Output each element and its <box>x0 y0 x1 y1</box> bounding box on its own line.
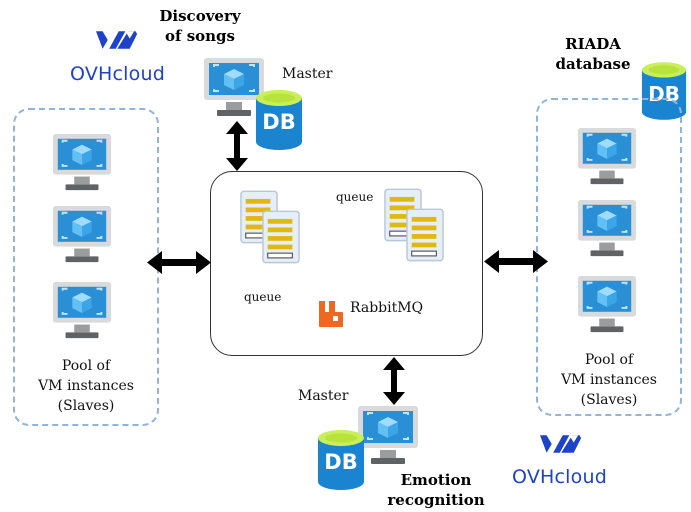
left-ovhcloud-logo <box>96 28 140 56</box>
discovery-master-label: Master <box>282 66 333 82</box>
discovery-title-line2: of songs <box>165 27 235 45</box>
queue-label-left: queue <box>244 290 282 304</box>
left-pool-vm-icon <box>51 204 113 266</box>
queue-document-icon <box>262 210 300 264</box>
queue-label-right: queue <box>336 190 374 204</box>
riada-title-line1: RIADA <box>565 35 621 53</box>
left-pool-caption-line1: Pool of <box>61 358 111 374</box>
emotion-title: Emotion recognition <box>378 470 494 510</box>
left-pool-vm-icon <box>51 280 113 342</box>
left-pool-caption-line3: (Slaves) <box>57 398 115 414</box>
right-pool-vm-icon <box>576 126 638 188</box>
right-pool-vm-icon <box>576 274 638 336</box>
right-pool-vm-icon <box>576 198 638 260</box>
left-pool-caption: Pool of VM instances (Slaves) <box>13 356 159 416</box>
right-ovhcloud-brand: OVHcloud <box>512 466 607 488</box>
rabbitmq-logo-icon <box>319 301 343 327</box>
right-pool-caption: Pool of VM instances (Slaves) <box>536 350 682 410</box>
right-pool-caption-line1: Pool of <box>584 352 634 368</box>
emotion-db-icon: DB <box>316 428 366 492</box>
rabbitmq-name: RabbitMQ <box>350 300 424 316</box>
emotion-master-label: Master <box>298 388 349 404</box>
left-ovhcloud-brand: OVHcloud <box>70 63 165 85</box>
emotion-title-line2: recognition <box>387 491 485 509</box>
riada-title-line2: database <box>555 55 631 73</box>
riada-title: RIADA database <box>548 34 638 74</box>
left-pool-caption-line2: VM instances <box>38 378 134 394</box>
emotion-title-line1: Emotion <box>400 471 472 489</box>
queue-document-icon <box>406 208 444 262</box>
ovhcloud-mark-icon <box>96 28 140 52</box>
ovhcloud-mark-icon <box>540 432 584 456</box>
right-pool-caption-line2: VM instances <box>561 372 657 388</box>
right-ovhcloud-logo <box>540 432 584 460</box>
emotion-db-label: DB <box>324 450 358 474</box>
arrow-broker-emotion-icon <box>383 357 405 405</box>
right-pool-caption-line3: (Slaves) <box>580 392 638 408</box>
discovery-title-line1: Discovery <box>159 7 241 25</box>
discovery-title: Discovery of songs <box>150 6 250 46</box>
discovery-db-label: DB <box>262 110 296 134</box>
left-pool-vm-icon <box>51 132 113 194</box>
discovery-db-icon: DB <box>254 88 304 152</box>
arrow-discovery-broker-icon <box>226 121 248 171</box>
